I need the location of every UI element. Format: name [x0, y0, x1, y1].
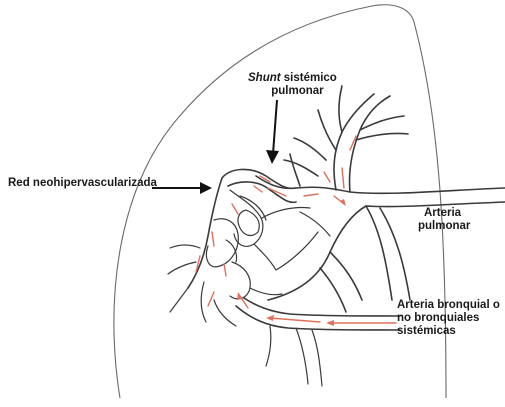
label-shunt-italic: Shunt: [248, 72, 281, 84]
label-bronchial-line1: Arteria bronquial o: [397, 299, 500, 312]
label-shunt-rest: sistémico: [281, 72, 337, 84]
label-neovascular: Red neohipervascularizada: [8, 177, 157, 190]
label-pulmonary-line1: Arteria: [418, 207, 470, 220]
shunt-pointer: [273, 100, 277, 154]
arrowhead-down-icon: [266, 150, 279, 164]
pulmonary-artery-tree: [256, 86, 505, 312]
label-bronchial-line3: sistémicas: [397, 325, 500, 338]
lung-outline: [114, 5, 446, 398]
label-bronchial-artery: Arteria bronquial o no bronquiales sisté…: [397, 299, 500, 338]
label-pointers: [152, 100, 279, 194]
bronchial-artery: [236, 298, 400, 386]
label-bronchial-line2: no bronquiales: [397, 312, 500, 325]
label-pulmonary-line2: pulmonar: [418, 220, 470, 233]
label-shunt-line1: Shunt sistémico: [248, 72, 337, 85]
neovascular-network: [168, 169, 330, 326]
label-neovascular-text: Red neohipervascularizada: [8, 177, 157, 189]
arrowhead-right-icon: [200, 182, 212, 194]
label-shunt: Shunt sistémico pulmonar: [248, 72, 337, 98]
label-shunt-line2: pulmonar: [248, 85, 337, 98]
label-pulmonary-artery: Arteria pulmonar: [418, 207, 470, 233]
